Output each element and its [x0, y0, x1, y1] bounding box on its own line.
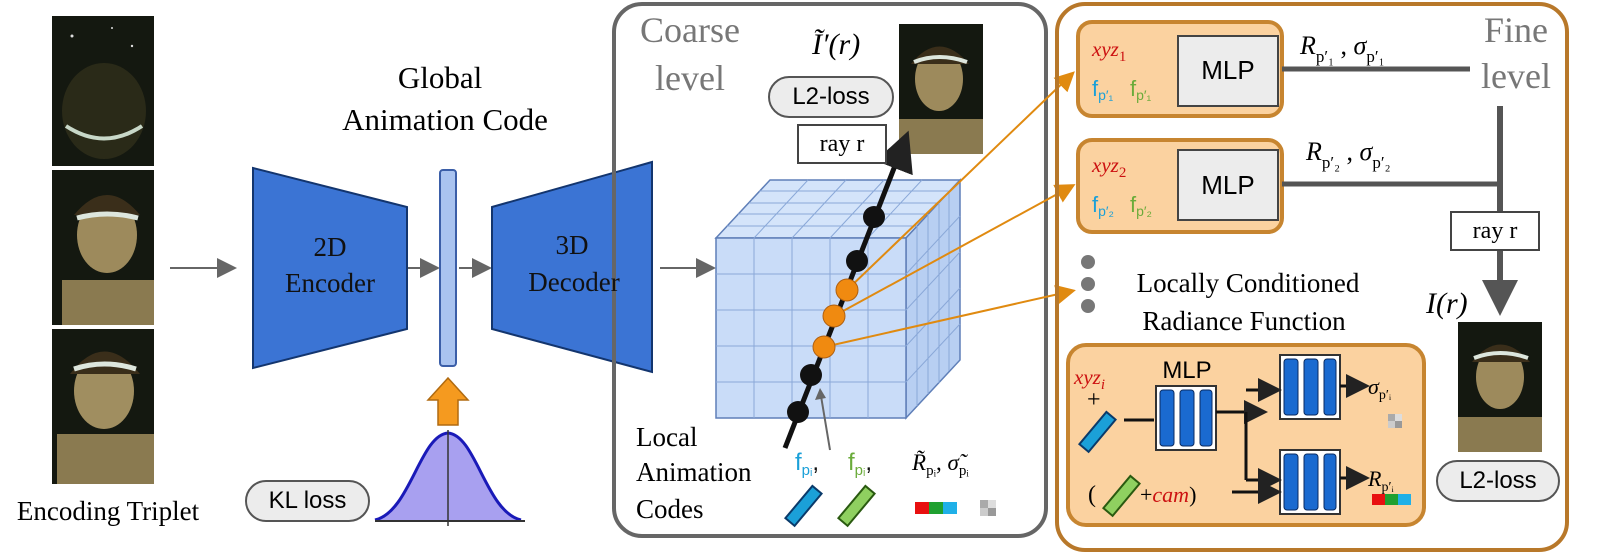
fpi-label: fpᵢ,: [795, 449, 819, 479]
face-coarse-illustration: [899, 46, 983, 154]
mlp-label-1: MLP: [1201, 55, 1254, 85]
decoder-line1: 3D: [556, 230, 589, 260]
face-side-illustration: [62, 195, 154, 325]
global-code-bar: [439, 169, 457, 367]
fine-line1: Fine: [1484, 10, 1548, 50]
feature-bar-cyan: [783, 484, 824, 528]
mlp-2-output: Rp′₂ , σp′₂: [1305, 137, 1391, 172]
detail-bar-green: [1101, 474, 1142, 518]
fine-line2: level: [1481, 56, 1551, 96]
fine-ray-box: ray r: [1450, 211, 1540, 251]
connector-1: [846, 71, 1075, 291]
triplet-photo-side: [52, 170, 154, 325]
fine-render-photo: [1458, 322, 1542, 452]
mlp-grid-main: [1155, 385, 1217, 451]
fpvi-label: fpᵢ,: [848, 449, 872, 479]
encoder-line1: 2D: [314, 232, 347, 262]
mlp-grid-color: [1279, 449, 1341, 515]
coarse-render-photo: [899, 24, 983, 154]
coarse-image-label: Ĩ′(r): [811, 28, 860, 61]
xyzi-label: xyzi: [1073, 365, 1105, 393]
local-codes-line1: Local: [636, 422, 697, 452]
head-back-illustration: [62, 27, 146, 159]
gray-swatch: [980, 500, 996, 516]
local-codes-line2: Animation: [636, 457, 752, 487]
plus-sign: +: [1087, 387, 1101, 413]
mlp-label-detail: MLP: [1162, 357, 1211, 384]
coarse-level-frame: [612, 2, 1048, 538]
coarse-ray-box: ray r: [797, 124, 887, 164]
mlp-grid-sigma: [1279, 354, 1341, 420]
sample-points: [787, 206, 885, 423]
encoder-line2: Encoder: [285, 268, 375, 298]
detail-bar-cyan: [1077, 410, 1118, 454]
local-codes-line3: Codes: [636, 494, 704, 524]
mlp-label-2: MLP: [1201, 170, 1254, 200]
rgb-swatch: [915, 502, 957, 514]
connector-2: [833, 184, 1076, 317]
connector-3: [823, 284, 1076, 348]
feature-bar-green: [836, 484, 877, 528]
triplet-photo-back: [52, 16, 154, 166]
title-line1: Global: [398, 60, 482, 95]
mlp-1-output: Rp′₁ , σp′₁: [1299, 31, 1385, 66]
kl-loss-pill: KL loss: [245, 480, 370, 522]
fine-image-label: I(r): [1425, 287, 1468, 320]
coarse-l2-loss-pill: L2-loss: [768, 76, 894, 118]
triplet-photo-front: [52, 329, 154, 484]
encoding-triplet-label: Encoding Triplet: [17, 496, 200, 526]
face-front-illustration: [57, 351, 154, 484]
coarse-line1: Coarse: [640, 10, 740, 50]
open-paren: (: [1088, 482, 1096, 508]
sample-up-arrow: [426, 376, 470, 426]
fine-l2-loss-pill: L2-loss: [1436, 460, 1560, 502]
r-sigma-pi-label: R̃pᵢ, σ̃pᵢ: [911, 449, 969, 479]
locally-conditioned-line2: Radiance Function: [1142, 306, 1346, 336]
coarse-line2: level: [655, 58, 725, 98]
face-fine-illustration: [1458, 344, 1542, 452]
title-line2: Animation Code: [342, 102, 548, 137]
feature-pointer: [819, 389, 831, 451]
plus-cam: +cam): [1140, 482, 1196, 507]
detail-rgb-swatch: [1372, 494, 1411, 505]
decoder-line2: Decoder: [528, 267, 619, 297]
fine-level-frame: [1055, 2, 1569, 552]
detail-gray-swatch: [1388, 414, 1402, 428]
locally-conditioned-line1: Locally Conditioned: [1137, 268, 1360, 298]
encoder-shape: [252, 166, 408, 370]
